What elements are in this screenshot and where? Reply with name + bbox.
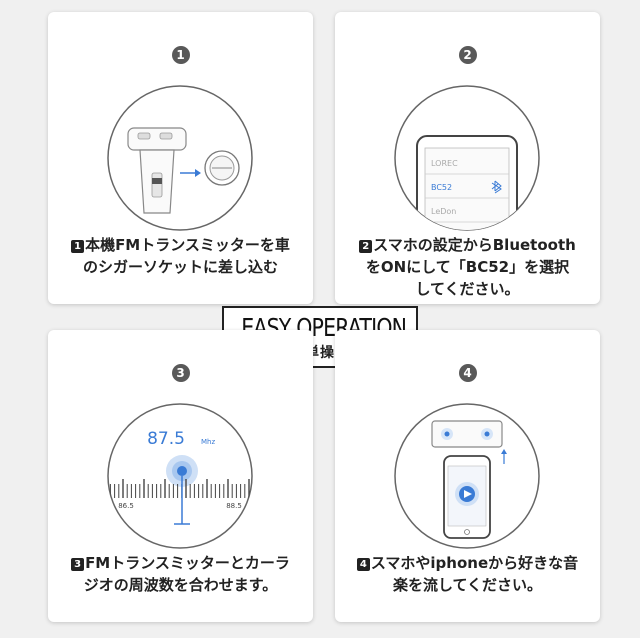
step-number-4: 4 [458,364,477,382]
bluetooth-icon [491,180,502,194]
device-list-item-1: LOREC [431,159,458,168]
phone-bluetooth-illustration: LOREC BC52 LeDon [394,85,540,231]
radio-tuner-illustration: 87.5 Mhz 86.5 88.5 [107,403,253,549]
frequency-unit: Mhz [201,438,215,446]
step-number-1: 1 [171,46,190,64]
frequency-value: 87.5 [147,429,185,449]
device-list-item-3: LeDon [431,207,456,216]
step-badge-2: 2 [359,240,373,253]
step-badge-1: 1 [71,240,85,253]
device-list-item-2: BC52 [431,183,452,192]
scale-label-left: 86.5 [118,502,134,510]
step-number-2: 2 [458,46,477,64]
tuner-scale [109,479,250,498]
play-icon [464,490,472,498]
step-number-3: 3 [171,364,190,382]
step-badge-3: 3 [71,558,85,571]
scale-label-right: 88.5 [226,502,242,510]
car-charger-illustration [107,85,253,231]
step-badge-4: 4 [356,558,370,571]
phone-play-illustration [394,403,540,549]
